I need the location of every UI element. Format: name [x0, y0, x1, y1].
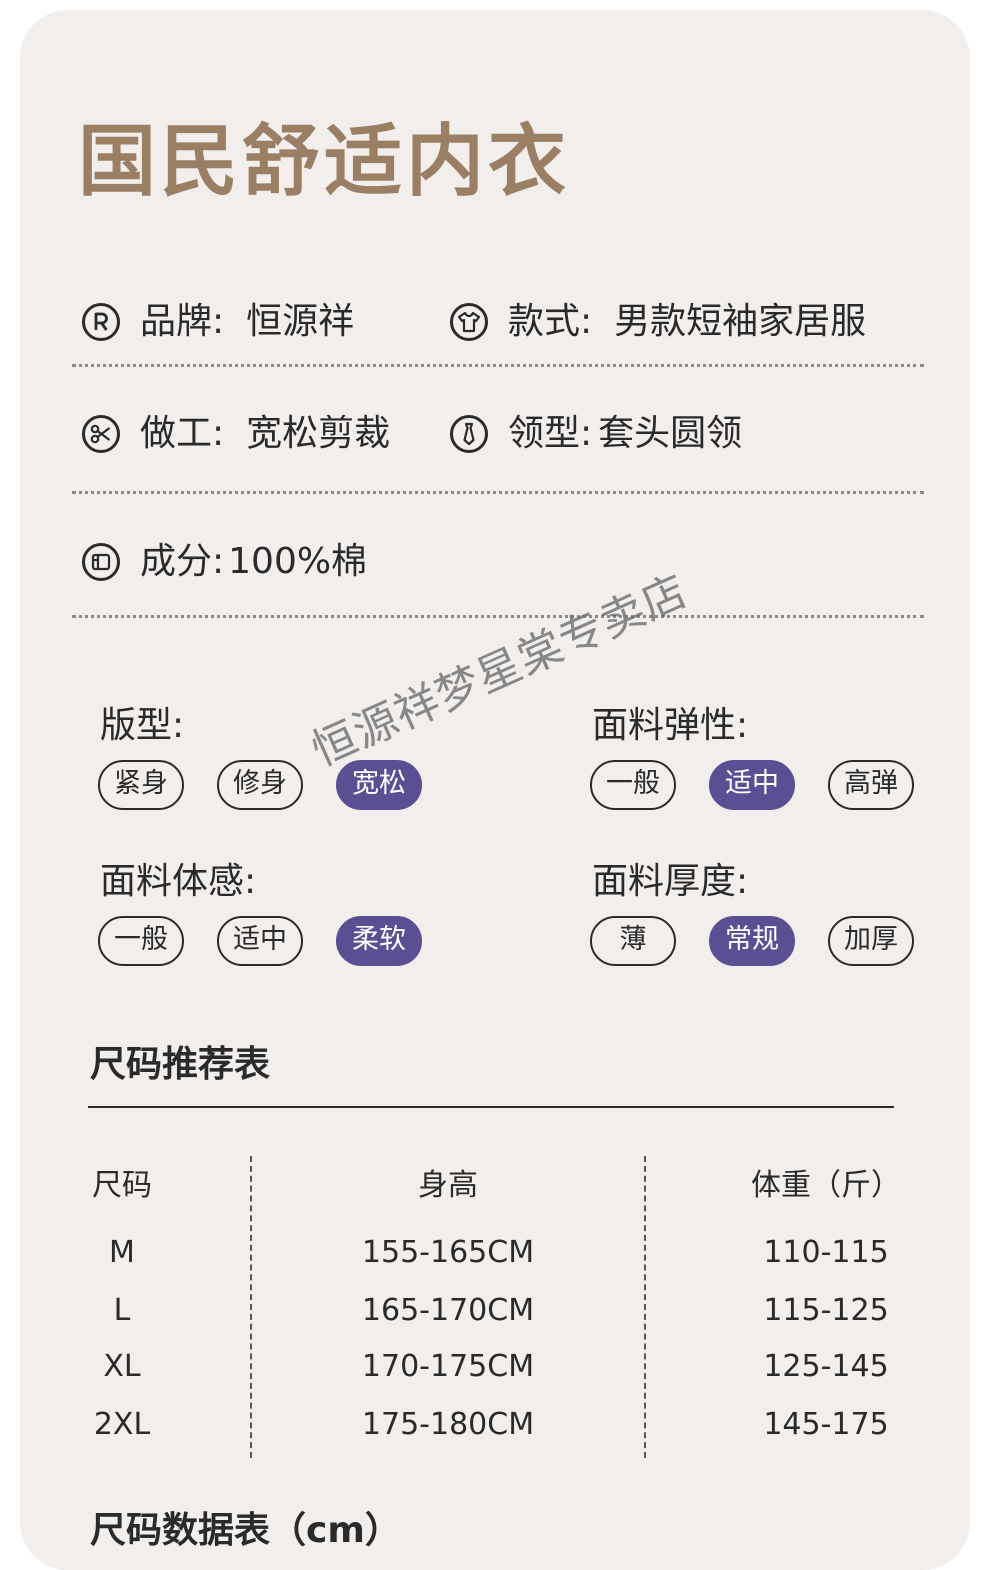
collar-label: 领型: [508, 413, 593, 454]
page-title: 国民舒适内衣 [78, 117, 571, 207]
elasticity-option-high[interactable]: 高弹 [828, 760, 914, 810]
elasticity-option-moderate[interactable]: 适中 [709, 760, 795, 810]
tshirt-icon [450, 303, 488, 341]
tie-icon [450, 415, 488, 453]
feel-attribute: 面料体感: 一般 适中 柔软 [98, 860, 422, 966]
fit-title: 版型: [100, 705, 185, 746]
table-cell: 2XL [93, 1407, 151, 1442]
collar-value: 套头圆领 [598, 413, 743, 454]
style-info: 款式: 男款短袖家居服 [450, 292, 866, 352]
fit-options: 紧身 修身 宽松 [98, 760, 438, 814]
fit-option-slim[interactable]: 修身 [217, 760, 303, 810]
thickness-attribute: 面料厚度: 薄 常规 加厚 [590, 860, 914, 966]
header-height: 身高 [418, 1168, 478, 1203]
info-row-1: 品牌: 恒源祥 款式: 男款短袖家居服 [0, 292, 990, 352]
header-weight: 体重（斤） [751, 1168, 901, 1203]
table-cell: 175-180CM [361, 1407, 535, 1442]
brand-info: 品牌: 恒源祥 [82, 292, 354, 352]
header-size: 尺码 [92, 1168, 152, 1203]
table-cell: 155-165CM [361, 1235, 535, 1270]
table-cell: 110-115 [763, 1235, 889, 1270]
divider [72, 364, 924, 367]
column-divider [250, 1156, 252, 1458]
thickness-option-regular[interactable]: 常规 [709, 916, 795, 966]
size-data-table-title: 尺码数据表（cm） [90, 1510, 401, 1551]
feel-option-moderate[interactable]: 适中 [217, 916, 303, 966]
brand-label: 品牌: [140, 301, 225, 342]
section-rule [88, 1106, 894, 1108]
elasticity-options: 一般 适中 高弹 [590, 760, 930, 814]
craft-info: 做工: 宽松剪裁 [82, 404, 390, 464]
thickness-options: 薄 常规 加厚 [590, 916, 930, 970]
table-cell: L [113, 1293, 131, 1328]
table-cell: 125-145 [763, 1349, 889, 1384]
style-value: 男款短袖家居服 [614, 301, 867, 342]
fabric-icon [82, 543, 120, 581]
material-label: 成分: [140, 541, 225, 582]
craft-label: 做工: [140, 413, 225, 454]
fit-option-tight[interactable]: 紧身 [98, 760, 184, 810]
feel-options: 一般 适中 柔软 [98, 916, 438, 970]
table-cell: 145-175 [763, 1407, 889, 1442]
info-row-2: 做工: 宽松剪裁 领型: 套头圆领 [0, 404, 990, 464]
feel-title: 面料体感: [100, 861, 257, 902]
column-divider [644, 1156, 646, 1458]
thickness-option-thick[interactable]: 加厚 [828, 916, 914, 966]
divider [72, 615, 924, 618]
elasticity-title: 面料弹性: [592, 705, 749, 746]
collar-info: 领型: 套头圆领 [450, 404, 742, 464]
table-cell: 115-125 [763, 1293, 889, 1328]
fit-option-loose[interactable]: 宽松 [336, 760, 422, 810]
scissors-icon [82, 415, 120, 453]
brand-value: 恒源祥 [246, 301, 355, 342]
table-cell: 170-175CM [361, 1349, 535, 1384]
thickness-title: 面料厚度: [592, 861, 749, 902]
material-value: 100%棉 [228, 541, 368, 582]
table-cell: 165-170CM [361, 1293, 535, 1328]
craft-value: 宽松剪裁 [246, 413, 391, 454]
table-cell: M [109, 1235, 135, 1270]
fit-attribute: 版型: 紧身 修身 宽松 [98, 704, 422, 810]
registered-icon [82, 303, 120, 341]
thickness-option-thin[interactable]: 薄 [590, 916, 676, 966]
size-table-title: 尺码推荐表 [90, 1044, 271, 1085]
style-label: 款式: [508, 301, 593, 342]
feel-option-soft[interactable]: 柔软 [336, 916, 422, 966]
info-row-3: 成分: 100%棉 [0, 532, 990, 592]
table-cell: XL [103, 1349, 141, 1384]
divider [72, 491, 924, 494]
feel-option-normal[interactable]: 一般 [98, 916, 184, 966]
elasticity-attribute: 面料弹性: 一般 适中 高弹 [590, 704, 914, 810]
elasticity-option-normal[interactable]: 一般 [590, 760, 676, 810]
material-info: 成分: 100%棉 [82, 532, 367, 592]
